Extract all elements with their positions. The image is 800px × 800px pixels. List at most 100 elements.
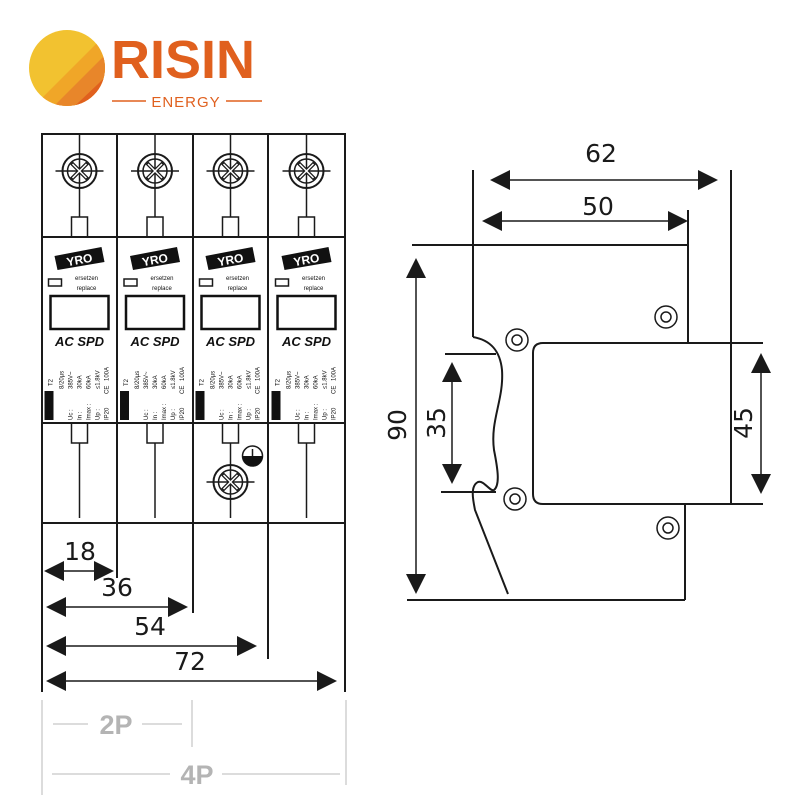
spec-key: Imax : (87, 403, 93, 420)
spec-value: ≤1.8kV (171, 370, 177, 389)
spec-value: 60kA (162, 375, 168, 389)
logo-tagline: ENERGY (151, 94, 220, 111)
type-label: AC SPD (281, 334, 332, 349)
terminal-screw-icon (282, 153, 331, 189)
ce-mark: CE (180, 386, 186, 394)
spec-key: Imax : (314, 403, 320, 420)
model-badge (195, 391, 205, 420)
spec-value: 100A (105, 367, 111, 381)
type-label: AC SPD (205, 334, 256, 349)
class-mark: T2 (276, 378, 282, 386)
model-label: YRSP-A2 (199, 393, 205, 419)
pole-label-2p: 2P (99, 710, 132, 740)
spec-key: Imax : (162, 403, 168, 420)
dim-label-62: 62 (585, 139, 617, 168)
spec-key: IP20 (332, 407, 338, 420)
ce-mark: CE (256, 386, 262, 394)
side-view: 62 50 90 35 45 (383, 139, 771, 601)
replace-indicator-icon (198, 278, 214, 287)
spec-key: Up : (96, 409, 102, 420)
terminal-screw-icon (206, 153, 255, 189)
model-badge (271, 391, 281, 420)
spec-key: Uc : (220, 409, 226, 420)
dim-label-36: 36 (101, 573, 133, 602)
replace-label-en: replace (228, 286, 248, 292)
spec-key: IP20 (180, 407, 186, 420)
pole-label-4p: 4P (180, 760, 213, 790)
spec-value: 385V~ (144, 371, 150, 389)
spec-value: 60kA (314, 375, 320, 389)
brand-badge (54, 247, 105, 270)
model-label: YRSP-A2 (123, 393, 129, 419)
spec-value: 100A (256, 367, 262, 381)
spec-key: IP20 (256, 407, 262, 420)
logo-name: RISIN (111, 30, 255, 90)
replace-indicator-icon (47, 278, 63, 287)
spec-key: In : (153, 411, 159, 420)
status-window (49, 294, 110, 331)
dim-label-90: 90 (383, 409, 412, 441)
spec-key: Up : (171, 409, 177, 420)
brand-badge (281, 247, 332, 270)
model-label: YRSP-A2 (275, 393, 281, 419)
spec-value: 8/20µs (60, 371, 66, 389)
dim-label-72: 72 (174, 647, 206, 676)
replace-label-en: replace (77, 286, 97, 292)
terminal-screw-icon (55, 153, 104, 189)
risin-logo: RISIN ENERGY (29, 30, 262, 111)
spec-key: Up : (323, 409, 329, 420)
replace-label-en: replace (152, 286, 172, 292)
spec-value: 30kA (78, 375, 84, 389)
ce-mark: CE (105, 386, 111, 394)
spec-key: Up : (247, 409, 253, 420)
spec-value: ≤1.8kV (96, 370, 102, 389)
spec-value: 8/20µs (287, 371, 293, 389)
terminal-screw-icon (206, 464, 255, 500)
spec-key: IP20 (105, 407, 111, 420)
spec-key: In : (305, 411, 311, 420)
status-window (200, 294, 261, 331)
terminal-screw-icon (131, 153, 179, 189)
brand-badge (130, 247, 180, 270)
sun-icon (29, 30, 105, 106)
brand-label: YRO (141, 251, 169, 269)
model-label: YRSP-A2 (48, 393, 54, 419)
brand-label: YRO (292, 251, 320, 269)
ground-symbol-icon (241, 445, 264, 467)
spec-value: 100A (180, 367, 186, 381)
replace-indicator-icon (123, 278, 138, 287)
type-label: AC SPD (129, 334, 180, 349)
model-badge (120, 391, 129, 420)
replace-label-de: ersetzen (75, 276, 98, 282)
dim-label-54: 54 (134, 612, 166, 641)
spec-value: 30kA (305, 375, 311, 389)
dim-label-50: 50 (582, 192, 614, 221)
type-label: AC SPD (54, 334, 105, 349)
spec-value: 30kA (153, 375, 159, 389)
dim-label-45: 45 (729, 407, 758, 439)
model-badge (44, 391, 54, 420)
spec-key: In : (78, 411, 84, 420)
ce-mark: CE (332, 386, 338, 394)
spec-value: 385V~ (220, 371, 226, 389)
spec-key: Uc : (69, 409, 75, 420)
brand-label: YRO (216, 251, 244, 269)
spec-value: 8/20µs (211, 371, 217, 389)
brand-label: YRO (65, 251, 93, 269)
spec-value: 60kA (238, 375, 244, 389)
replace-label-en: replace (304, 286, 324, 292)
spec-key: Imax : (238, 403, 244, 420)
class-mark: T2 (200, 378, 206, 386)
dim-label-35: 35 (422, 407, 451, 439)
spec-key: In : (229, 411, 235, 420)
class-mark: T2 (124, 378, 130, 386)
status-window (124, 294, 186, 331)
replace-label-de: ersetzen (226, 276, 249, 282)
replace-indicator-icon (274, 278, 290, 287)
spec-value: ≤1.8kV (323, 370, 329, 389)
spec-value: 100A (332, 367, 338, 381)
